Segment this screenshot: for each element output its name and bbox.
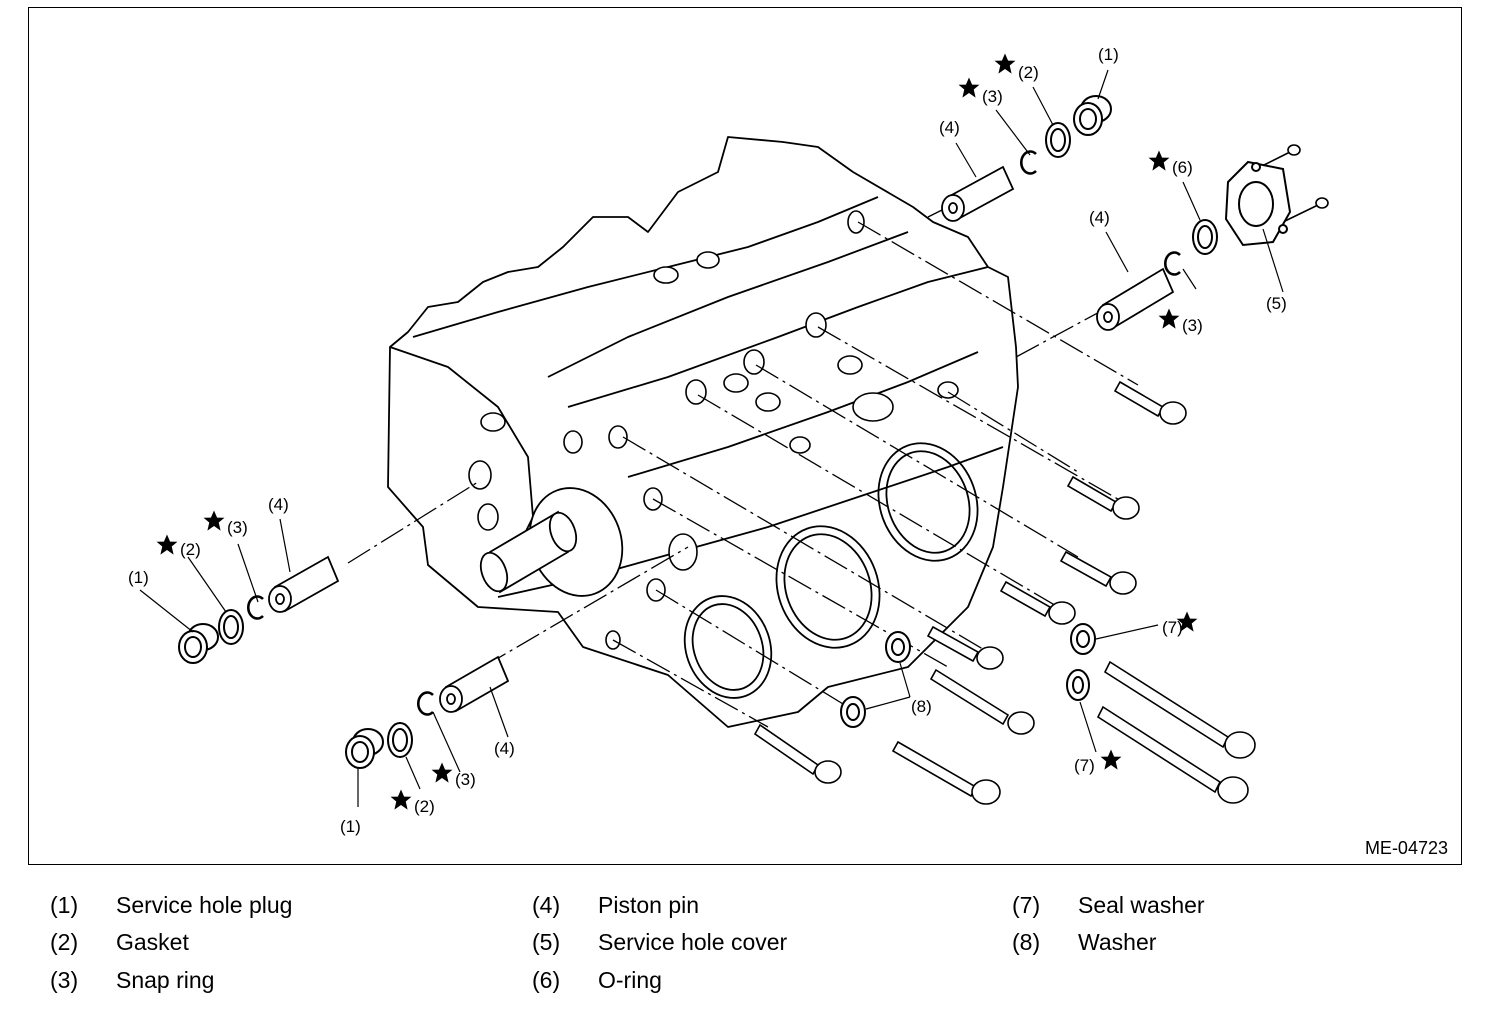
callout-3-right: (3) <box>1182 316 1203 335</box>
legend-label: Service hole plug <box>116 892 293 918</box>
piston-pin-left <box>268 555 340 613</box>
callout-7-lower: (7) <box>1074 756 1095 775</box>
legend-label: Piston pin <box>598 892 700 918</box>
bolt-3 <box>1059 550 1137 595</box>
callout-2-left: (2) <box>180 540 201 559</box>
legend-number: (8) <box>1012 929 1041 955</box>
block-bosses <box>468 210 959 650</box>
legend-number: (4) <box>532 892 561 918</box>
plug-bottom <box>345 728 384 769</box>
bolt-long-upper <box>1103 660 1256 759</box>
bolt-8 <box>753 723 842 784</box>
leader-lines <box>139 69 1284 807</box>
legend-number: (1) <box>50 892 79 918</box>
crankcase-left-face <box>389 346 534 568</box>
snap-rings <box>246 150 1181 716</box>
snap-ring-top <box>1019 150 1037 175</box>
legend-label: Service hole cover <box>598 929 788 955</box>
callout-6: (6) <box>1172 158 1193 177</box>
callout-4-top: (4) <box>939 118 960 137</box>
cylinder-bore-front <box>683 595 773 699</box>
washers <box>840 623 1096 728</box>
bolt-2 <box>1066 475 1140 520</box>
crankcase <box>387 136 1019 728</box>
legend-number: (6) <box>532 967 561 993</box>
callout-4-left: (4) <box>268 495 289 514</box>
legend-label: Snap ring <box>116 967 215 993</box>
legend-label: Gasket <box>116 929 189 955</box>
legend-label: Washer <box>1078 929 1157 955</box>
service-hole-cover <box>1224 160 1292 247</box>
cylinder-bore-center <box>775 525 881 649</box>
callout-3-left: (3) <box>227 518 248 537</box>
callout-7-upper: (7) <box>1162 618 1183 637</box>
piston-pin-right <box>1096 267 1175 331</box>
crankcase-top-edge <box>412 196 879 338</box>
legend-number: (5) <box>532 929 561 955</box>
service-hole-plugs <box>178 95 1112 769</box>
piston-pins <box>268 165 1175 713</box>
diagram-frame <box>28 7 1462 865</box>
callout-4-bottom: (4) <box>494 739 515 758</box>
snap-ring-bottom <box>416 691 434 716</box>
callout-2-bottom: (2) <box>414 797 435 816</box>
callout-5: (5) <box>1266 294 1287 313</box>
callout-1-top: (1) <box>1098 45 1119 64</box>
legend-number: (3) <box>50 967 79 993</box>
legend-label: O-ring <box>598 967 662 993</box>
callout-1-bottom: (1) <box>340 817 361 836</box>
crankcase-outline <box>387 136 1019 728</box>
plug-top <box>1073 95 1112 136</box>
bolt-1 <box>1113 380 1187 425</box>
screw-top <box>1255 144 1301 170</box>
piston-pin-bottom <box>439 655 510 713</box>
crankcase-ridge <box>547 231 909 378</box>
piston-pin-top <box>941 165 1015 222</box>
snap-ring-right <box>1163 251 1181 276</box>
callout-3-top: (3) <box>982 87 1003 106</box>
parts-legend: (1) Service hole plug (2) Gasket (3) Sna… <box>50 890 1470 1010</box>
callout-1-left: (1) <box>128 568 149 587</box>
bolt-5 <box>926 625 1004 670</box>
gaskets <box>218 122 1218 758</box>
crankcase-center-rib <box>567 266 989 408</box>
cylinder-bores <box>683 442 979 699</box>
legend-number: (7) <box>1012 892 1041 918</box>
callouts: (1) (2) (3) (4) (6) (4) (3) (5) (3) (2) … <box>128 45 1287 836</box>
callout-3-bottom: (3) <box>455 770 476 789</box>
bolts <box>753 144 1329 805</box>
plug-left <box>178 623 219 664</box>
crankcase-seam <box>627 351 979 478</box>
alignment-lines <box>347 186 1139 728</box>
snap-ring-left <box>246 595 264 620</box>
legend-label: Seal washer <box>1078 892 1205 918</box>
callout-4-right: (4) <box>1089 208 1110 227</box>
bolt-7 <box>891 740 1001 805</box>
screw-bottom <box>1282 197 1329 223</box>
crankshaft-nose <box>479 487 624 597</box>
bolt-4 <box>999 580 1076 625</box>
bolt-6 <box>929 668 1035 735</box>
callout-2-top: (2) <box>1018 63 1039 82</box>
cylinder-bore-right <box>877 442 979 562</box>
bolt-long-lower <box>1096 705 1249 804</box>
legend-number: (2) <box>50 929 79 955</box>
figure-id: ME-04723 <box>1364 838 1448 858</box>
callout-8: (8) <box>911 697 932 716</box>
engine-block-exploded-diagram: (1) (2) (3) (4) (6) (4) (3) (5) (3) (2) … <box>128 45 1329 836</box>
